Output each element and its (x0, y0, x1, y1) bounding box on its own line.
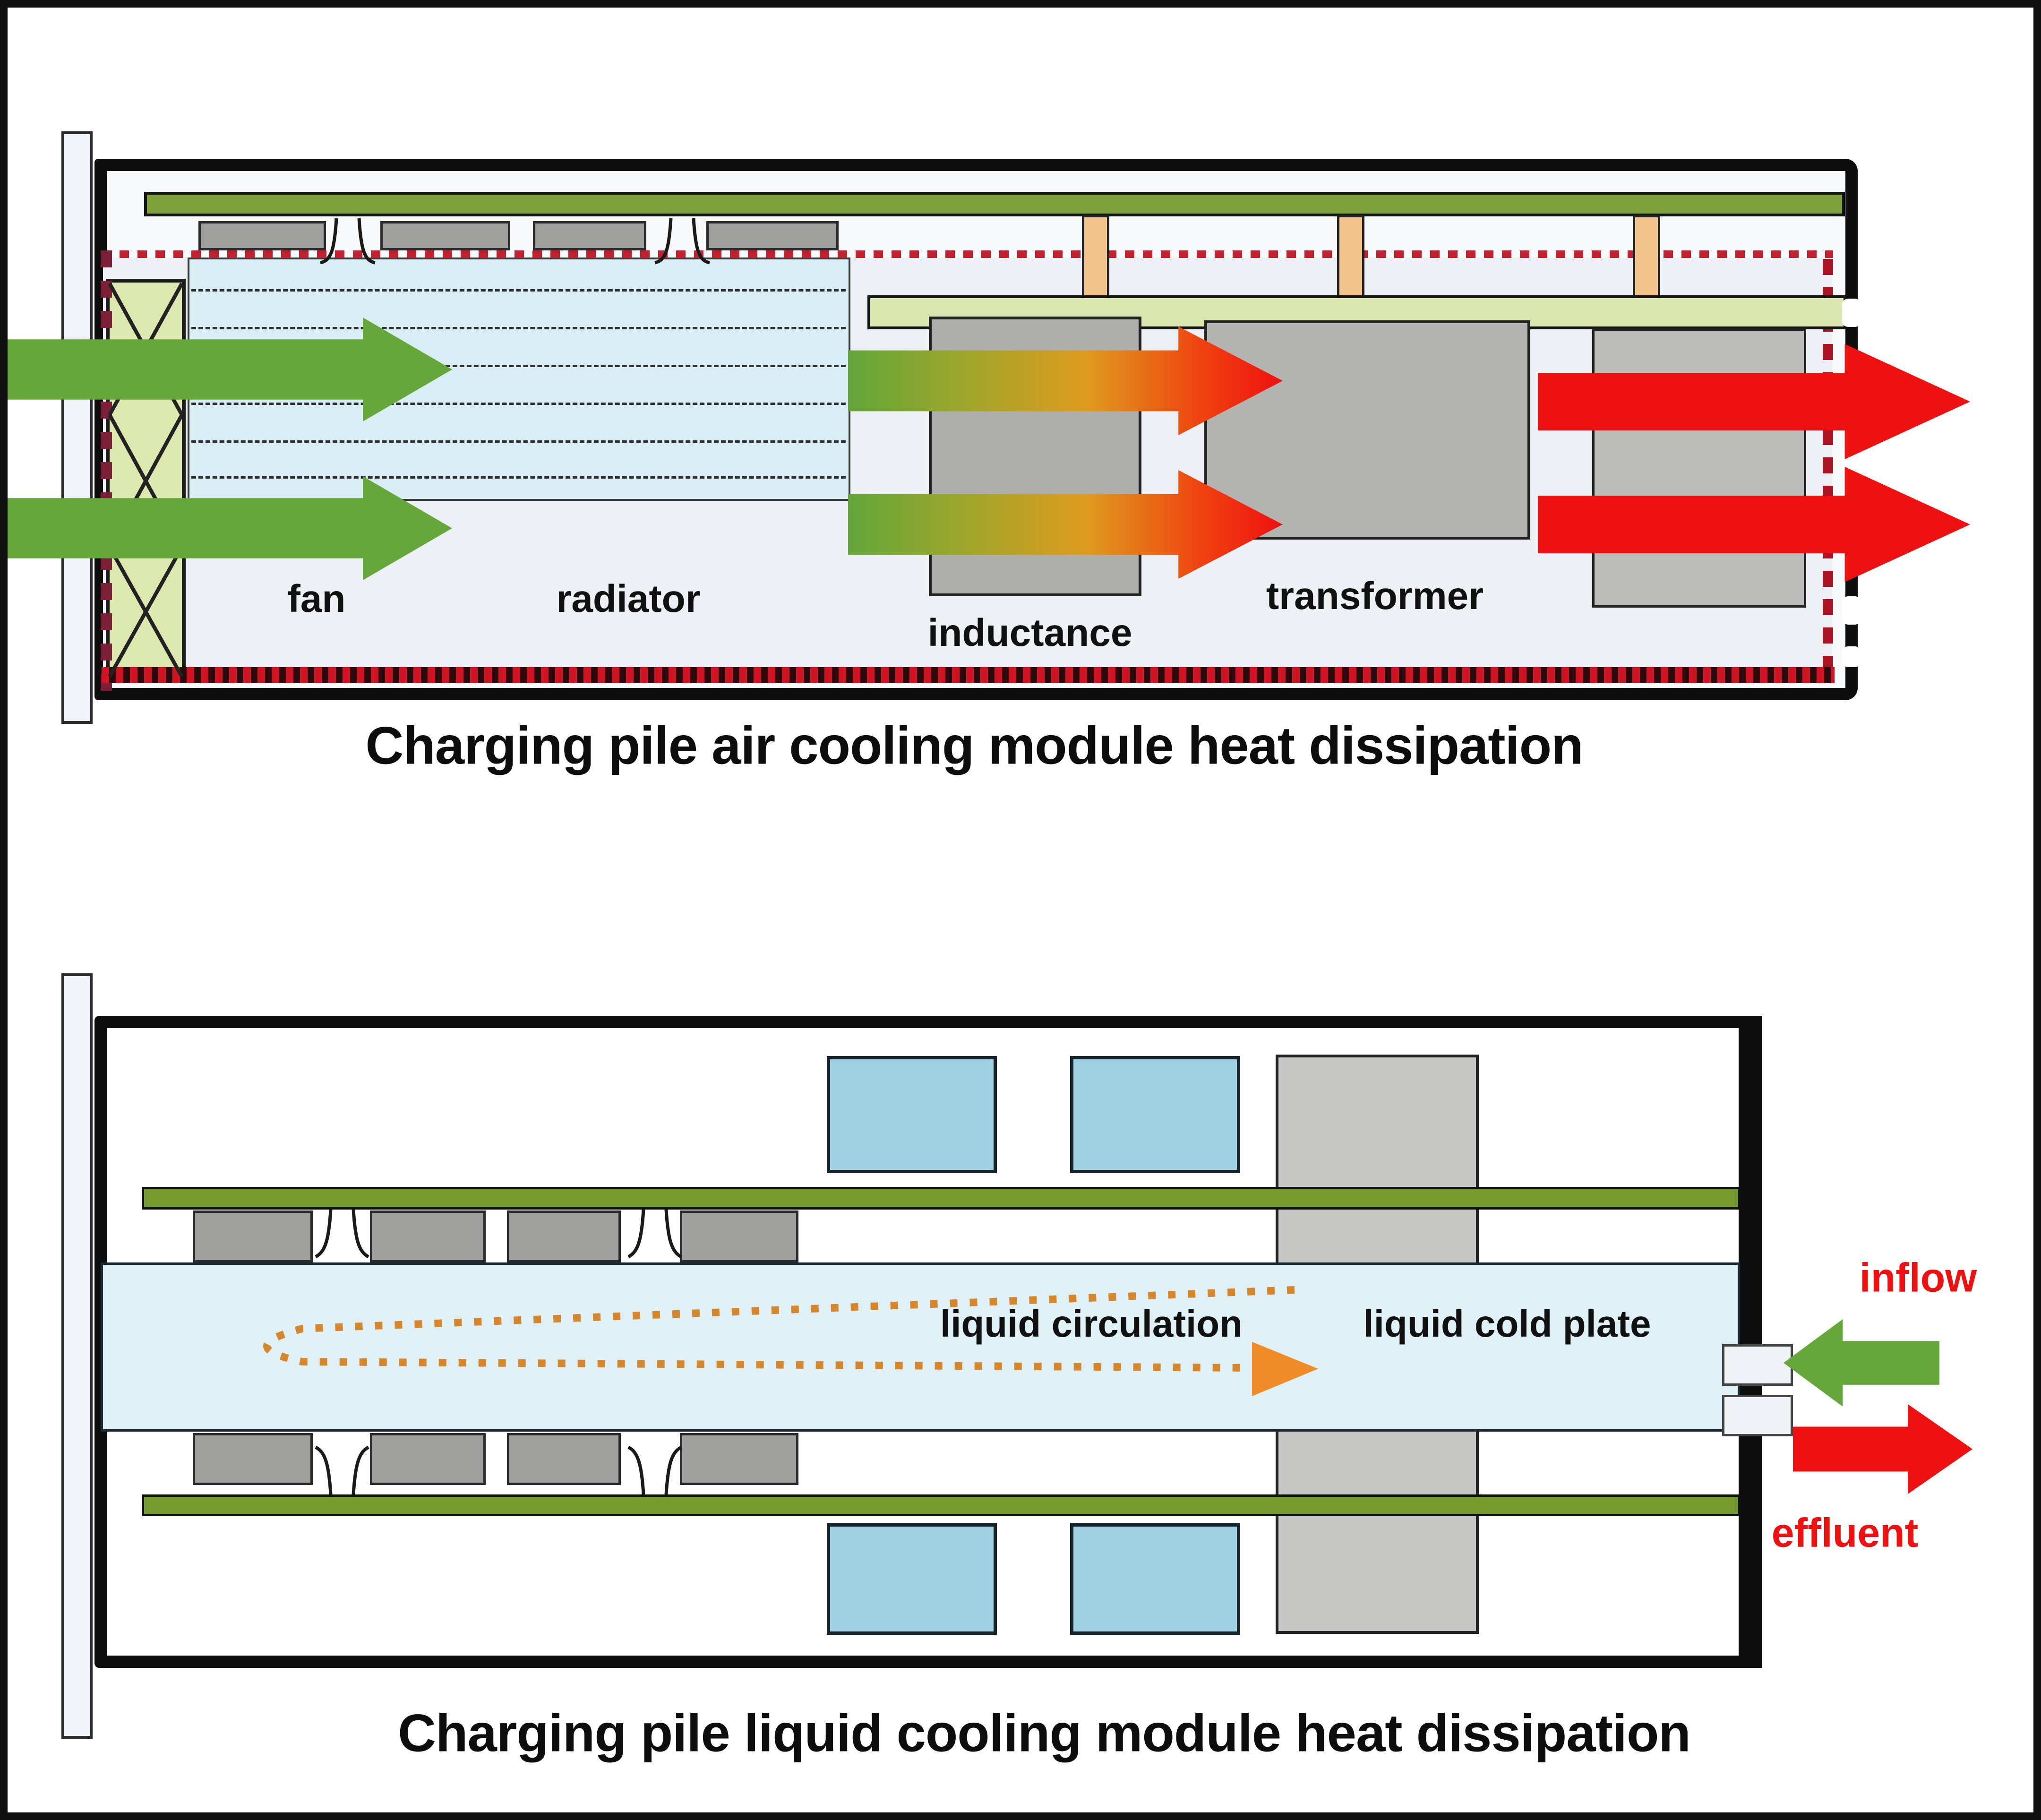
radiator-block (188, 258, 850, 501)
air-cooling-title: Charging pile air cooling module heat di… (365, 716, 1583, 775)
radiator-fin-line (191, 440, 846, 443)
radiator-fin-line (191, 365, 846, 367)
effluent-label: effluent (1771, 1510, 1919, 1556)
standoff-post (1337, 215, 1364, 299)
inductance-label: inductance (927, 611, 1132, 654)
wire-bond (315, 1209, 682, 1259)
power-chip (193, 1433, 313, 1485)
mounting-plate-top-panel (61, 131, 93, 724)
radiator-fin-line (191, 403, 846, 405)
module-boundary-top-dashed (102, 250, 1833, 258)
module-boundary-right-dashed (1823, 259, 1833, 684)
inflow-label: inflow (1859, 1255, 1977, 1301)
liquid-circulation-label: liquid circulation (940, 1303, 1243, 1345)
radiator-fin-line (191, 327, 846, 329)
module-boundary-left-dashed (101, 250, 112, 698)
power-chip (370, 1210, 486, 1262)
wall-vent (1842, 299, 1861, 327)
power-chip (193, 1210, 313, 1262)
radiator-label: radiator (556, 577, 701, 620)
coolant-outlet-port (1722, 1395, 1793, 1436)
power-chip (507, 1210, 621, 1262)
power-chip (680, 1210, 798, 1262)
wire-bond (320, 218, 710, 265)
smd-chip (198, 221, 326, 250)
module-boundary-bottom-strip (102, 667, 1835, 683)
power-chip (370, 1433, 486, 1485)
wall-vent (1842, 596, 1861, 625)
liquid-cold-plate-label: liquid cold plate (1363, 1303, 1651, 1345)
smd-chip (380, 221, 510, 250)
capacitor (1070, 1056, 1240, 1173)
mounting-plate-bottom-panel (61, 973, 93, 1739)
liquid-enclosure-right-wall (1739, 1016, 1762, 1668)
liquid-bottom-pcb (142, 1494, 1741, 1516)
liquid-cooling-title: Charging pile liquid cooling module heat… (398, 1703, 1691, 1763)
power-chip (507, 1433, 621, 1485)
power-chip (680, 1433, 798, 1485)
smd-chip (706, 221, 839, 250)
transformer-block (1204, 320, 1530, 540)
fan-label: fan (287, 577, 346, 620)
standoff-post (1633, 215, 1660, 299)
wall-vent (1842, 646, 1861, 667)
wire-bond (315, 1445, 682, 1495)
liquid-circulation-path (263, 1286, 1295, 1372)
radiator-fin-line (191, 289, 846, 292)
capacitor (827, 1523, 997, 1635)
liquid-channel (101, 1262, 1740, 1432)
transformer-label: transformer (1266, 575, 1484, 618)
liquid-top-pcb (142, 1187, 1741, 1210)
liquid-circulation-arrowhead (1252, 1342, 1318, 1396)
standoff-post (1082, 215, 1109, 299)
capacitor (1070, 1523, 1240, 1635)
smd-chip (533, 221, 646, 250)
radiator-fin-line (191, 476, 846, 479)
coolant-inlet-port (1722, 1344, 1793, 1386)
capacitor (827, 1056, 997, 1173)
top-pcb-board (144, 192, 1845, 216)
